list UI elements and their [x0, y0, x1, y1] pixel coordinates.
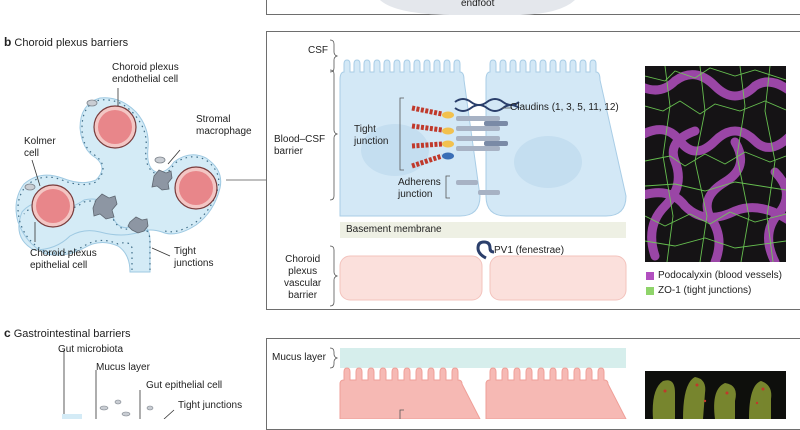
section-b-letter: b [4, 35, 12, 49]
section-c-letter: c [4, 326, 11, 340]
choroid-micrograph [645, 66, 786, 262]
label-gut-tight-junctions: Tight junctions [178, 400, 243, 411]
label-blood-csf-barrier: Blood–CSF barrier [274, 134, 326, 157]
section-b-title: Choroid plexus barriers [14, 37, 129, 49]
label-adherens-junction: Adherens junction [398, 177, 441, 200]
vessel-left [31, 184, 75, 228]
top-panel-remnant [266, 0, 800, 15]
legend-label-zo1: ZO-1 (tight junctions) [658, 285, 752, 296]
label-csf: CSF [308, 45, 328, 56]
legend-swatch-zo1 [646, 287, 654, 295]
legend-label-podocalyxin: Podocalyxin (blood vessels) [658, 270, 782, 281]
label-kolmer-cell: Kolmer cell [24, 136, 56, 159]
vessel-right [174, 166, 218, 210]
gut-micrograph [645, 371, 786, 419]
micrograph-c-texture [652, 377, 772, 419]
label-gut-microbiota: Gut microbiota [58, 344, 124, 355]
label-gut-epithelial: Gut epithelial cell [146, 380, 223, 391]
endfoot-label: endfoot [461, 0, 495, 9]
legend-swatch-podocalyxin [646, 272, 654, 280]
label-basement-membrane: Basement membrane [346, 224, 442, 235]
label-endothelial-cell: Choroid plexus endothelial cell [112, 62, 179, 85]
section-c-heading: c Gastrointestinal barriers [4, 327, 131, 341]
label-tight-junctions: Tight junctions [174, 246, 214, 269]
label-pv1: PV1 (fenestrae) [494, 245, 565, 256]
macrophage-cells [92, 169, 173, 234]
label-epithelial-cell: Choroid plexus epithelial cell [30, 248, 97, 271]
label-tight-junction: Tight junction [354, 124, 389, 147]
gut-microbiota [99, 399, 154, 417]
section-c-title: Gastrointestinal barriers [13, 328, 131, 340]
label-claudins: Claudins (1, 3, 5, 11, 12) [510, 102, 619, 113]
micrograph-b-texture [645, 66, 786, 262]
label-stromal-macrophage: Stromal macrophage [196, 114, 252, 137]
section-b-heading: b Choroid plexus barriers [4, 36, 128, 50]
vessel-top [93, 105, 137, 149]
label-gut-mucus-panel: Mucus layer [272, 352, 326, 363]
label-vascular-barrier: Choroid plexus vascular barrier [284, 254, 322, 301]
label-mucus-layer-left: Mucus layer [96, 362, 150, 373]
